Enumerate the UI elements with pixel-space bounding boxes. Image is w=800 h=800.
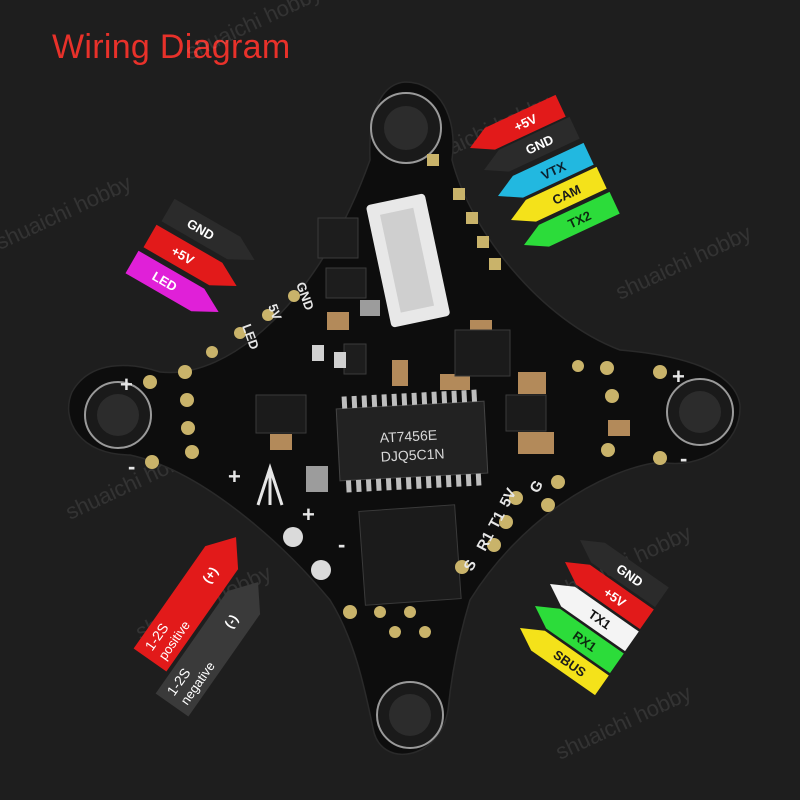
wire-label-vtx-shape — [498, 142, 594, 198]
wire-label-cam-shape — [511, 166, 607, 222]
brand-logo — [256, 463, 284, 506]
battery-label-shape — [155, 582, 261, 717]
wire-label-plus5v-shape — [470, 94, 566, 150]
small-components — [255, 217, 630, 492]
mount-hole-top — [370, 92, 442, 164]
uart-silk-label: 5V — [497, 486, 521, 510]
plus-mark-battery: + — [302, 502, 315, 527]
mcu-chip — [358, 504, 462, 606]
osd-chip: AT7456E DJQ5C1N — [335, 389, 489, 493]
mount-hole-left — [84, 381, 152, 449]
wire-label-left-plus5v: +5V — [143, 224, 237, 286]
top-right-pads — [427, 154, 501, 270]
watermark-text: shuaichi hobby — [182, 0, 326, 65]
wire-label-tx2-shape — [524, 191, 620, 247]
watermark-text: shuaichi hobby — [0, 170, 135, 255]
mount-hole-right — [666, 378, 734, 446]
minus-mark-battery: - — [338, 532, 345, 557]
minus-mark-right: - — [680, 446, 687, 471]
wire-label-plus5v: +5V — [470, 94, 566, 150]
plus-mark-left: + — [120, 372, 133, 397]
jst-connector — [366, 193, 450, 328]
chip-code: DJQ5C1N — [380, 445, 445, 464]
mount-hole-bottom — [376, 681, 444, 749]
watermark-text: shuaichi hobby — [552, 680, 696, 765]
wire-label-plus5v-shape — [565, 562, 654, 630]
wire-label-rx1-shape — [535, 606, 624, 674]
battery-pads — [283, 527, 331, 580]
wire-label-vtx: VTX — [498, 142, 594, 198]
uart-silk-label: T1 — [486, 508, 509, 531]
pad-silk-label: 5V — [265, 302, 285, 322]
wire-label-left-plus5v-shape — [143, 224, 237, 286]
gold-pads — [143, 290, 667, 638]
minus-mark-left: - — [128, 454, 135, 479]
diagram-title: Wiring Diagram — [52, 28, 291, 66]
wire-label-gnd-shape — [484, 116, 580, 172]
wire-label-gnd-shape — [580, 540, 669, 608]
watermark-text: shuaichi hobby — [612, 220, 756, 305]
wire-label-tx2: TX2 — [524, 191, 620, 247]
wire-label-tx1-shape — [550, 584, 639, 652]
wire-label-left-gnd-shape — [161, 198, 255, 260]
plus-mark-right: + — [672, 364, 685, 389]
plus-mark-middle: + — [228, 464, 241, 489]
chip-label: AT7456E — [379, 427, 437, 446]
battery-label-shape — [133, 537, 239, 672]
wire-label-left-led-shape — [125, 250, 219, 312]
wire-label-sbus-shape — [520, 628, 609, 696]
